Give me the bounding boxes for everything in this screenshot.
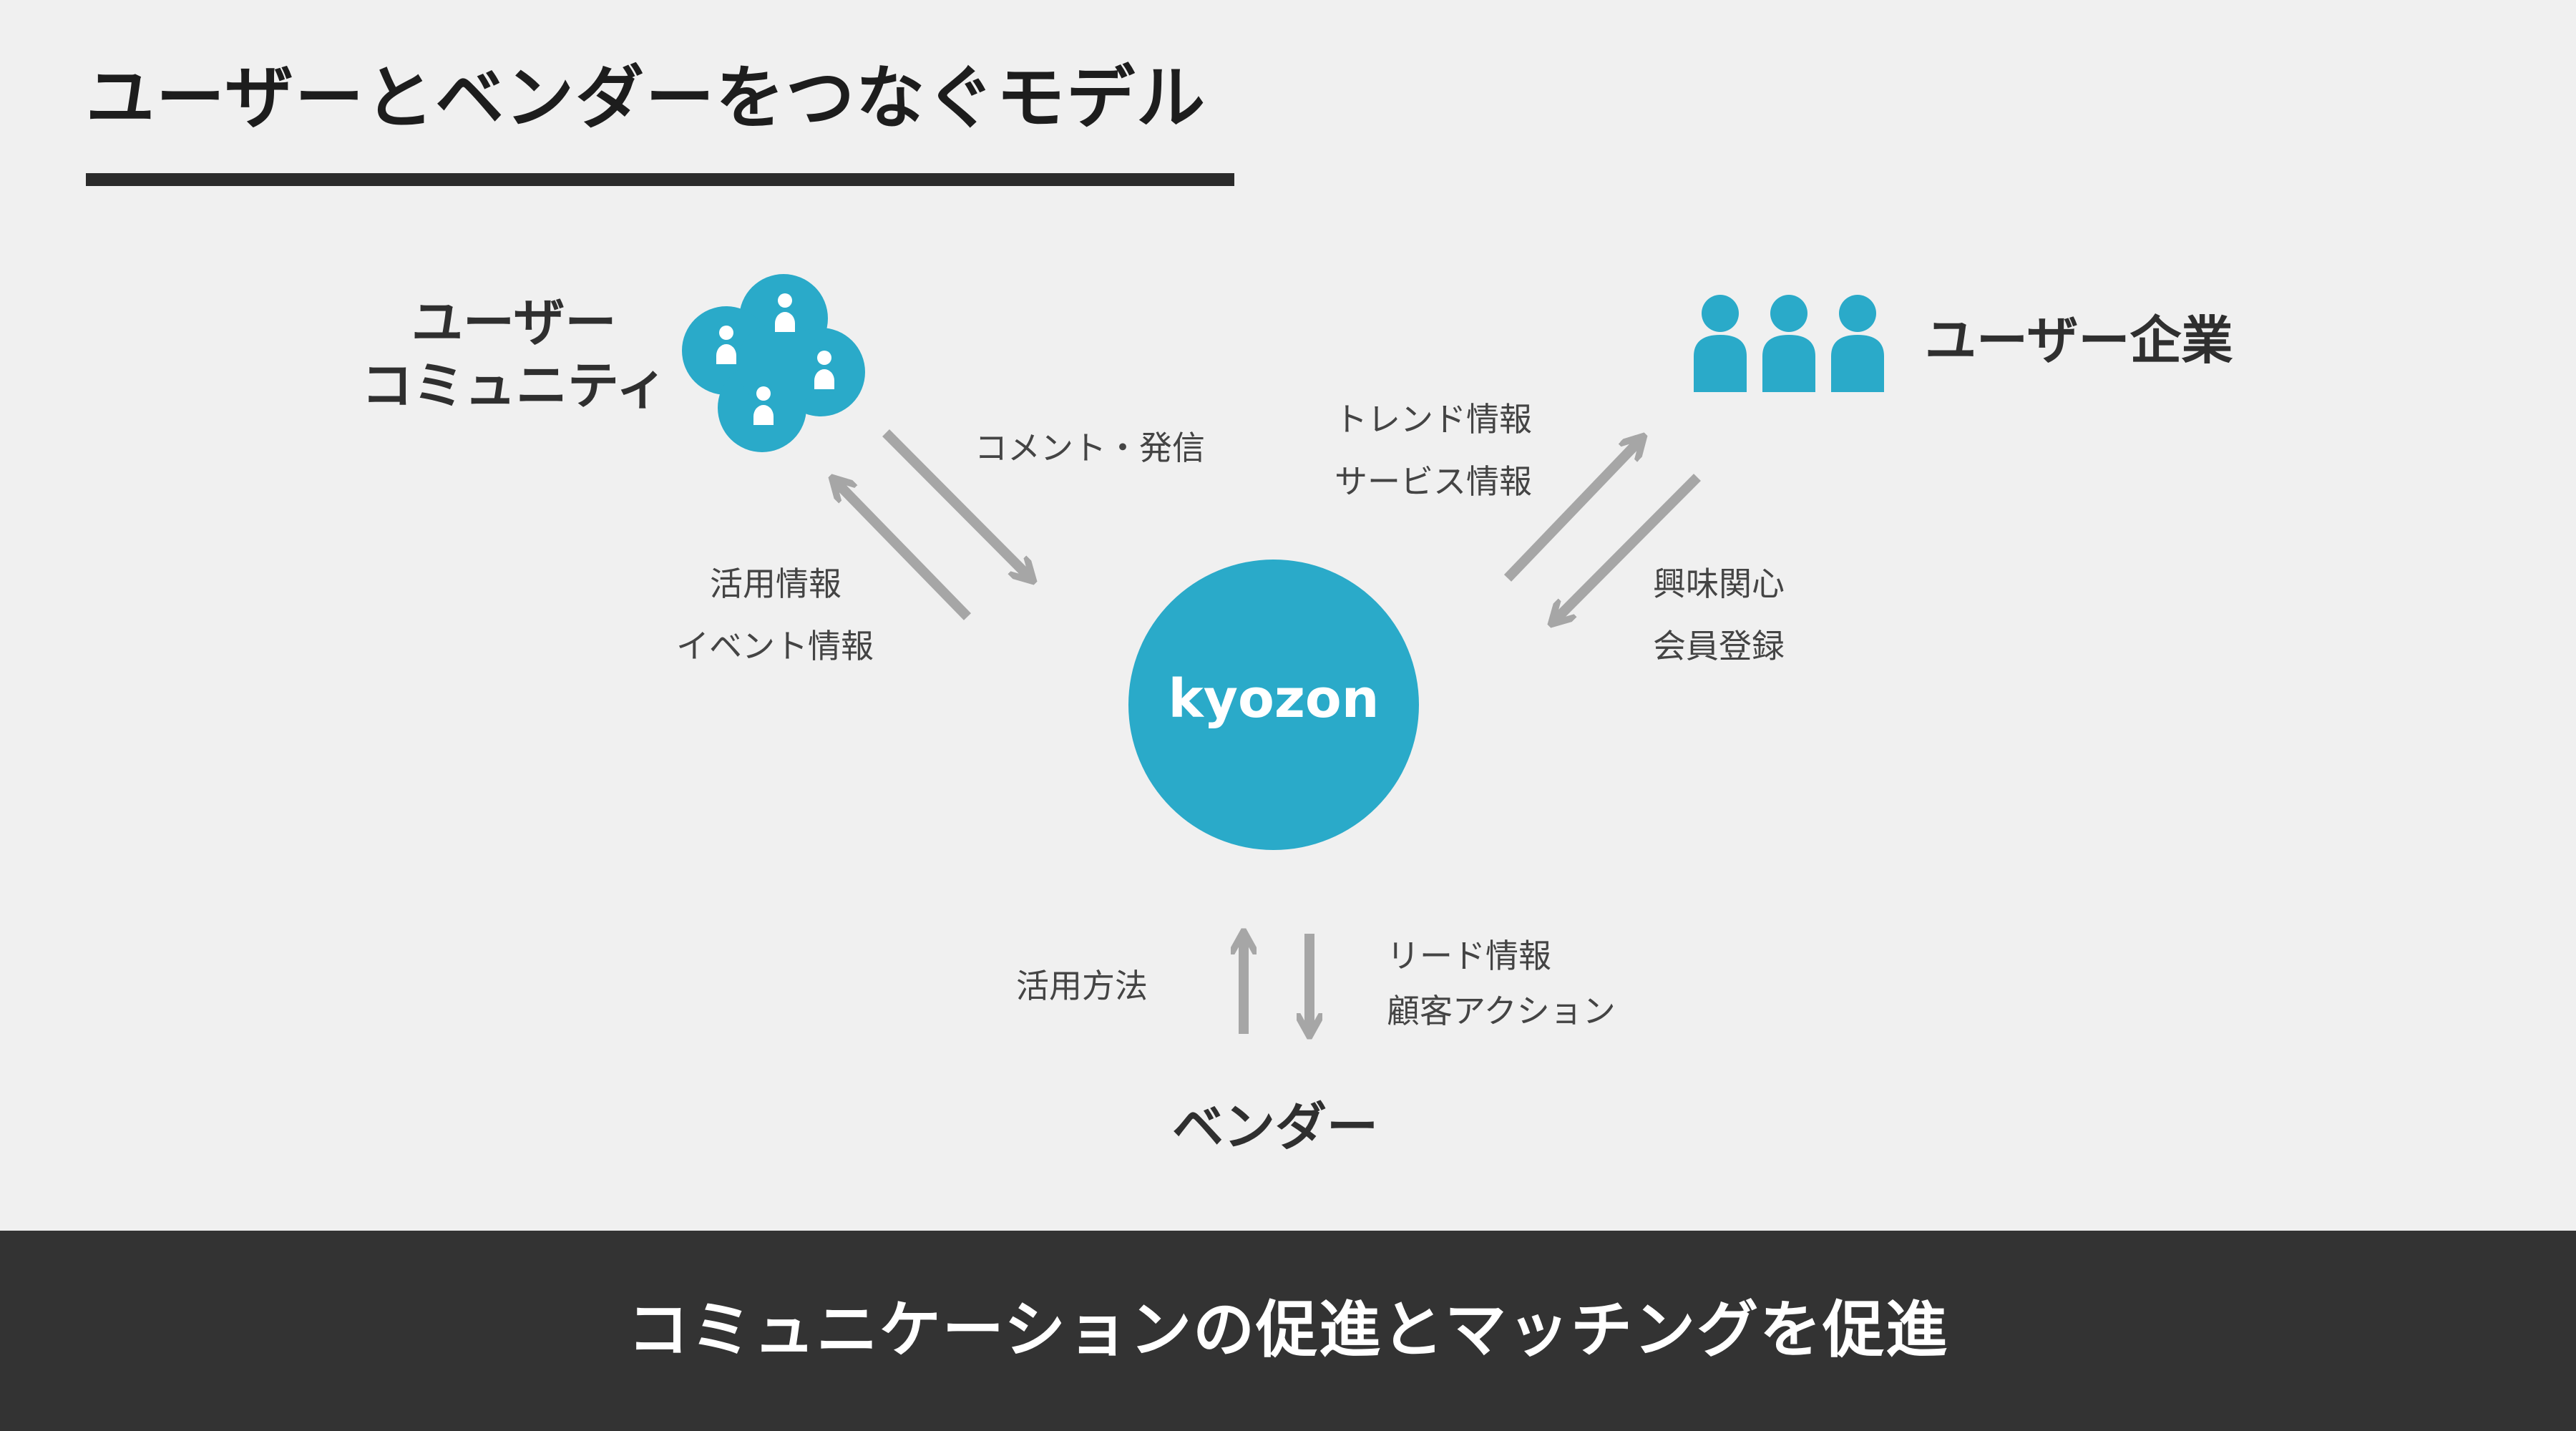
arrow-hub-to-community bbox=[834, 479, 972, 620]
title-underline bbox=[86, 173, 1234, 186]
footer-message: コミュニケーションの促進とマッチングを促進 bbox=[627, 1294, 1949, 1366]
flow-label-registration: 会員登録 bbox=[1653, 627, 1785, 665]
arrow-hub-to-enterprise bbox=[1503, 438, 1642, 582]
flow-label-event-info: イベント情報 bbox=[676, 627, 874, 665]
user-community-icon bbox=[682, 274, 865, 452]
user-enterprise-label: ユーザー企業 bbox=[1925, 311, 2233, 371]
flow-label-customer-action: 顧客アクション bbox=[1387, 992, 1616, 1030]
flow-label-usage-info: 活用情報 bbox=[710, 565, 841, 603]
vendor-label: ベンダー bbox=[1172, 1097, 1379, 1157]
flow-label-service-info: サービス情報 bbox=[1335, 462, 1532, 501]
flow-label-usage-method: 活用方法 bbox=[1016, 967, 1148, 1005]
flow-label-trend-info: トレンド情報 bbox=[1335, 400, 1532, 439]
flow-label-comment: コメント・発信 bbox=[975, 429, 1205, 467]
user-enterprise-icon bbox=[1694, 295, 1884, 392]
kyozon-hub-circle bbox=[1128, 560, 1419, 850]
footer-banner: コミュニケーションの促進とマッチングを促進 bbox=[0, 1231, 2576, 1431]
user-community-label-line1: ユーザー bbox=[411, 293, 617, 353]
flow-label-lead-info: リード情報 bbox=[1387, 937, 1551, 975]
kyozon-hub-label: kyozon bbox=[1168, 668, 1380, 730]
arrow-enterprise-to-hub bbox=[1553, 474, 1701, 622]
arrow-community-to-hub bbox=[882, 429, 1032, 580]
user-community-label-line2: コミュニティ bbox=[361, 356, 668, 416]
flow-label-interest: 興味関心 bbox=[1653, 565, 1785, 603]
model-diagram bbox=[682, 274, 1884, 1231]
page-title: ユーザーとベンダーをつなぐモデル bbox=[86, 58, 1207, 138]
